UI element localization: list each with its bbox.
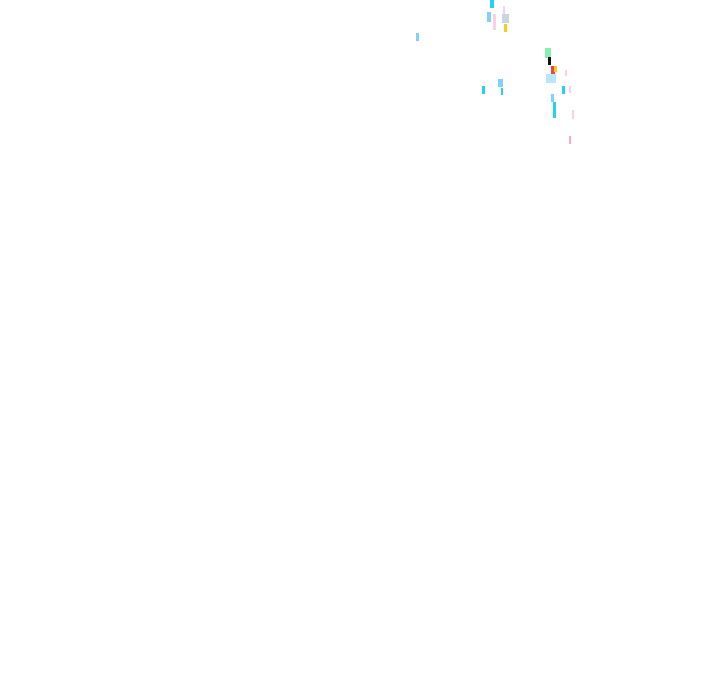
glitch-fragment <box>548 57 551 65</box>
glitch-fragment <box>490 0 494 8</box>
glitch-fragment <box>545 48 551 58</box>
glitch-fragment <box>501 88 503 95</box>
glitch-fragment <box>503 6 505 14</box>
glitch-fragment <box>416 33 419 41</box>
glitch-fragment <box>502 14 509 23</box>
glitch-fragment <box>487 12 491 22</box>
glitch-fragment <box>551 94 554 102</box>
glitch-fragment <box>569 86 571 93</box>
glitch-fragment <box>551 66 555 74</box>
glitch-fragment <box>572 110 574 119</box>
glitch-fragment <box>562 86 565 94</box>
glitch-fragment <box>553 102 556 110</box>
glitch-fragment <box>554 66 557 72</box>
glitch-fragment <box>569 136 571 144</box>
glitch-fragment <box>482 86 485 94</box>
glitch-fragment <box>504 24 507 32</box>
glitch-fragment <box>493 14 496 30</box>
glitch-fragment <box>546 74 556 83</box>
glitch-fragment <box>565 70 567 76</box>
glitch-fragment <box>553 110 556 118</box>
glitch-fragment <box>498 79 503 87</box>
